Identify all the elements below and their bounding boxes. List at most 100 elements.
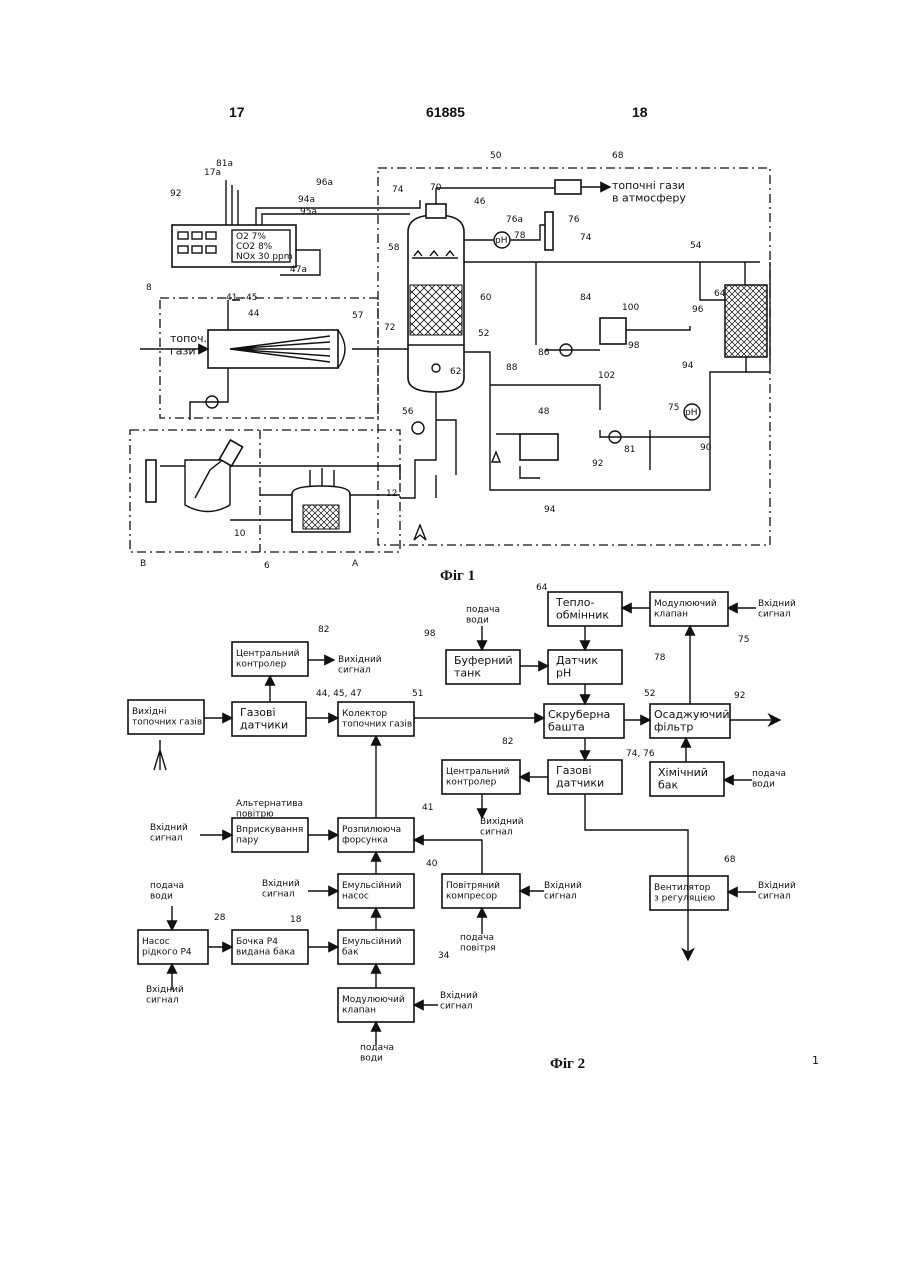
svg-text:46: 46 (474, 197, 486, 207)
svg-text:Повітрянийкомпресор: Повітрянийкомпресор (446, 881, 500, 901)
box-settling-filter: Осаджуючийфільтр (650, 704, 730, 738)
svg-text:A: A (352, 559, 359, 569)
svg-text:94: 94 (682, 361, 694, 371)
svg-text:82: 82 (502, 737, 513, 747)
fig1-caption: Фіг 1 (440, 568, 475, 584)
box-modulating-valve-bottom: Модулюючийклапан (338, 988, 414, 1022)
svg-text:92: 92 (170, 189, 181, 199)
svg-text:18: 18 (290, 915, 302, 925)
fig1-schematic: O2 7% CO2 8% NOx 30 ppm топочні газив ат… (130, 151, 770, 584)
svg-text:86: 86 (538, 348, 550, 358)
box-chem-tank: Хімічнийбак (650, 762, 724, 796)
svg-text:90: 90 (700, 443, 712, 453)
box-exhaust-source: Вихіднітопочних газів (128, 700, 204, 734)
box-emulsion-tank: Емульсійнийбак (338, 930, 414, 964)
svg-text:47a: 47a (290, 265, 307, 275)
svg-text:подачаводи: подачаводи (360, 1043, 394, 1063)
svg-text:78: 78 (654, 653, 666, 663)
chem-tank (600, 318, 626, 344)
fig2-block-diagram: Вихіднітопочних газів Газовідатчики Цент… (128, 583, 819, 1072)
svg-text:96a: 96a (316, 178, 333, 188)
display-nox: NOx 30 ppm (236, 252, 293, 262)
svg-text:60: 60 (480, 293, 492, 303)
heat-exchanger (725, 262, 770, 365)
box-gas-sensors-mid: Газовідатчики (548, 760, 622, 794)
svg-text:Вхіднийсигнал: Вхіднийсигнал (262, 879, 300, 899)
svg-text:подачаводи: подачаводи (466, 605, 500, 625)
svg-text:54: 54 (690, 241, 702, 251)
flue-gas-collector (208, 300, 345, 368)
svg-text:88: 88 (506, 363, 518, 373)
box-fan: Вентиляторз регуляцією (650, 876, 728, 910)
svg-text:41: 41 (422, 803, 433, 813)
svg-text:подачаповітря: подачаповітря (460, 933, 496, 953)
svg-text:Вхіднийсигнал: Вхіднийсигнал (758, 881, 796, 901)
exhaust-fan (555, 180, 581, 194)
box-central-controller-top: Центральнийконтролер (232, 642, 308, 676)
svg-text:50: 50 (490, 151, 502, 161)
svg-text:92: 92 (734, 691, 745, 701)
box-central-controller-mid: Центральнийконтролер (442, 760, 520, 794)
scrubber-tower (408, 188, 560, 392)
exhaust-label: топочні газив атмосферу (612, 179, 686, 205)
svg-text:12: 12 (386, 489, 397, 499)
box-heat-exchanger: Тепло-обмінник (548, 592, 622, 626)
page-mark: 1 (812, 1054, 819, 1067)
svg-text:92: 92 (592, 459, 603, 469)
svg-text:B: B (140, 559, 146, 569)
box-flue-collector: Колектортопочних газів (338, 702, 414, 736)
fig2-caption: Фіг 2 (550, 1056, 585, 1072)
svg-text:57: 57 (352, 311, 363, 321)
svg-text:95a: 95a (300, 207, 317, 217)
svg-text:40: 40 (426, 859, 438, 869)
svg-text:64: 64 (536, 583, 548, 593)
box-steam-atomize: Вприскуванняпару (232, 818, 308, 852)
box-barrel: Бочка Р4видана бака (232, 930, 308, 964)
box-buffer-tank: Буфернийтанк (446, 650, 520, 684)
svg-text:75: 75 (738, 635, 749, 645)
box-ph-sensor: ДатчикpH (548, 650, 622, 684)
svg-text:подачаводи: подачаводи (752, 769, 786, 789)
svg-text:17a: 17a (204, 168, 221, 178)
svg-text:8: 8 (146, 283, 152, 293)
svg-text:Вхіднийсигнал: Вхіднийсигнал (544, 881, 582, 901)
svg-text:96: 96 (692, 305, 704, 315)
inlet-gas-label: топоч.гази (170, 332, 207, 358)
svg-text:52: 52 (478, 329, 489, 339)
display-o2: O2 7% (236, 232, 266, 242)
settling-filter (520, 434, 558, 460)
svg-text:Альтернативаповітрю: Альтернативаповітрю (236, 799, 303, 819)
svg-text:102: 102 (598, 371, 615, 381)
svg-text:98: 98 (424, 629, 436, 639)
boundary-tanks (130, 430, 400, 552)
svg-text:41: 41 (226, 293, 237, 303)
svg-text:81: 81 (624, 445, 635, 455)
box-liquid-pump: Насосрідкого Р4 (138, 930, 208, 964)
ph-meter-1: pH (495, 236, 507, 246)
svg-text:56: 56 (402, 407, 414, 417)
box-emulsion-pump: Емульсійнийнасос (338, 874, 414, 908)
svg-text:10: 10 (234, 529, 246, 539)
display-co2: CO2 8% (236, 242, 273, 252)
box-gas-sensors-left: Газовідатчики (232, 702, 306, 736)
svg-text:81a: 81a (216, 159, 233, 169)
svg-text:Вхіднийсигнал: Вхіднийсигнал (758, 599, 796, 619)
svg-text:44, 45, 47: 44, 45, 47 (316, 689, 362, 699)
svg-text:Вентиляторз регуляцією: Вентиляторз регуляцією (654, 883, 716, 903)
svg-text:84: 84 (580, 293, 592, 303)
svg-text:34: 34 (438, 951, 450, 961)
svg-text:45: 45 (246, 293, 257, 303)
svg-text:74: 74 (392, 185, 404, 195)
svg-text:48: 48 (538, 407, 550, 417)
svg-text:76: 76 (568, 215, 580, 225)
box-atomizing-nozzle: Розпилюючафорсунка (338, 818, 414, 852)
box-air-compressor: Повітрянийкомпресор (442, 874, 520, 908)
svg-text:100: 100 (622, 303, 639, 313)
svg-text:Вихіднийсигнал: Вихіднийсигнал (480, 817, 524, 837)
svg-text:44: 44 (248, 309, 260, 319)
svg-text:94: 94 (544, 505, 556, 515)
svg-text:82: 82 (318, 625, 329, 635)
svg-text:70: 70 (430, 183, 442, 193)
svg-text:52: 52 (644, 689, 655, 699)
svg-text:98: 98 (628, 341, 640, 351)
